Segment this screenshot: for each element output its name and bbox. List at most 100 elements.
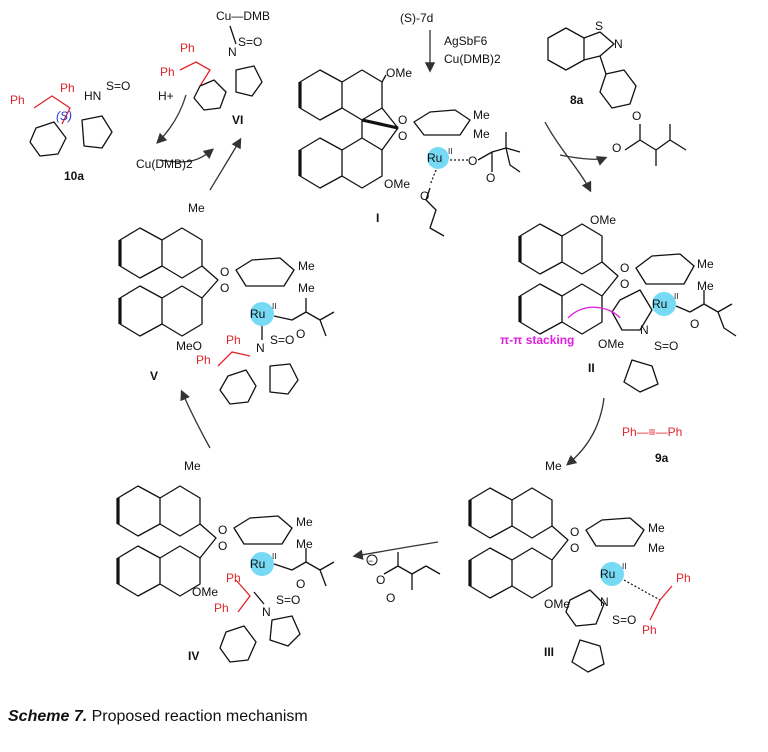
intermediate-III: Me O O Me Me Ru II Ph Ph N S=O OMe III — [468, 459, 691, 673]
ru-ox-I: II — [448, 147, 452, 156]
me-label-II-2: Me — [697, 279, 714, 293]
ph-label-III-2: Ph — [642, 623, 657, 637]
ph-label-VI-1: Ph — [180, 41, 195, 55]
ru-center-I — [427, 147, 449, 169]
o-label-V-1: O — [220, 265, 229, 279]
s-label-III: S=O — [612, 613, 636, 627]
s-label-10a: S=O — [106, 79, 130, 93]
ph-label-V-2: Ph — [226, 333, 241, 347]
s-label-II: S=O — [654, 339, 678, 353]
o-label-II-2: O — [620, 277, 629, 291]
alkyne-formula: Ph—≡—Ph — [622, 425, 682, 439]
ph-label-III-1: Ph — [676, 571, 691, 585]
ome-label-I-top: OMe — [386, 66, 412, 80]
label-IV: IV — [188, 649, 199, 663]
ru-center-IV — [250, 552, 274, 576]
intermediate-I: OMe OMe O O Me Me Ru II O O O I — [298, 66, 521, 237]
caption-text: Proposed reaction mechanism — [91, 708, 308, 725]
ru-ox-II: II — [674, 292, 678, 301]
ome-label-II: OMe — [590, 213, 616, 227]
o-label-II-1: O — [620, 261, 629, 275]
o-label-I-4: O — [486, 171, 495, 185]
ome-label-IV: OMe — [192, 585, 218, 599]
carboxylate-anion: − O O — [366, 552, 441, 605]
me-label-IV-2: Me — [296, 537, 313, 551]
ru-label-I: Ru — [427, 151, 442, 165]
product-10a: Ph Ph HN S=O (S) 10a — [10, 79, 130, 183]
ph-label-IV-2: Ph — [214, 601, 229, 615]
label-10a: 10a — [64, 169, 84, 183]
me-label-III-top: Me — [545, 459, 562, 473]
ph-label-10a-1: Ph — [10, 93, 25, 107]
ph-label-V-1: Ph — [196, 353, 211, 367]
me-label-III-1: Me — [648, 521, 665, 535]
ome-label-II-2: OMe — [598, 337, 624, 351]
me-label-V-1: Me — [298, 259, 315, 273]
label-II: II — [588, 361, 595, 375]
ru-label-III: Ru — [600, 567, 615, 581]
stereo-label: (S) — [56, 109, 72, 123]
s-label-8a: S — [595, 19, 603, 33]
ru-ox-IV: II — [272, 552, 276, 561]
carboxylate-o-1: O — [376, 573, 385, 587]
ru-ox-III: II — [622, 562, 626, 571]
proton-label: H+ — [158, 89, 174, 103]
ru-ox-V: II — [272, 302, 276, 311]
hn-label-10a: HN — [84, 89, 101, 103]
ru-label-II: Ru — [652, 297, 667, 311]
o-label-I-2: O — [398, 129, 407, 143]
o-label-II-3: O — [690, 317, 699, 331]
carboxylate-o-2: O — [386, 591, 395, 605]
pi-stacking-label: π-π stacking — [500, 333, 574, 347]
ome-label-III: OMe — [544, 597, 570, 611]
alkyne-9a: Ph—≡—Ph 9a — [622, 425, 682, 465]
ome-label-I-bottom: OMe — [384, 177, 410, 191]
acid-o-label-2: O — [632, 109, 641, 123]
o-label-V-2: O — [220, 281, 229, 295]
label-VI: VI — [232, 113, 243, 127]
n-label-III: N — [600, 595, 609, 609]
ph-label-VI-2: Ph — [160, 65, 175, 79]
label-III: III — [544, 645, 554, 659]
cu-regen-label: Cu(DMB)2 — [136, 157, 193, 171]
o-label-III-2: O — [570, 541, 579, 555]
label-I: I — [376, 211, 379, 225]
o-label-IV-3: O — [296, 577, 305, 591]
scheme-caption: Scheme 7. Proposed reaction mechanism — [8, 708, 308, 726]
me-label-III-2: Me — [648, 541, 665, 555]
o-label-I-3: O — [468, 154, 477, 168]
ph-label-IV-1: Ph — [226, 571, 241, 585]
minus-sign: − — [368, 556, 373, 566]
cu-dmb-label: Cu—DMB — [216, 9, 270, 23]
me-label-IV-top: Me — [184, 459, 201, 473]
catalyst-label: (S)-7d — [400, 11, 433, 25]
intermediate-IV: Me O O Me Me Ru II O Ph Ph N S=O OMe IV — [116, 459, 335, 663]
n-label-8a: N — [614, 37, 623, 51]
me-label-V-top: Me — [188, 201, 205, 215]
label-8a: 8a — [570, 93, 584, 107]
me-label-IV-1: Me — [296, 515, 313, 529]
o-label-V-3: O — [296, 327, 305, 341]
s-label-IV: S=O — [276, 593, 300, 607]
acid-o-label: O — [612, 141, 621, 155]
label-9a: 9a — [655, 451, 669, 465]
meo-label-V: MeO — [176, 339, 202, 353]
ru-label-V: Ru — [250, 307, 265, 321]
ru-center-III — [600, 562, 624, 586]
s-label-V: S=O — [270, 333, 294, 347]
n-label-VI: N — [228, 45, 237, 59]
ru-center-II — [652, 292, 676, 316]
ru-center-V — [250, 302, 274, 326]
o-label-I-1: O — [398, 113, 407, 127]
o-label-IV-1: O — [218, 523, 227, 537]
substrate-8a: S N 8a — [547, 19, 637, 109]
caption-label: Scheme 7. — [8, 708, 88, 725]
additive-2-label: Cu(DMB)2 — [444, 52, 501, 66]
me-label-II-1: Me — [697, 257, 714, 271]
label-V: V — [150, 369, 158, 383]
o-label-III-1: O — [570, 525, 579, 539]
ru-label-IV: Ru — [250, 557, 265, 571]
me-label-I-1: Me — [473, 108, 490, 122]
intermediate-V: Me O O Me Me Ru II O N S=O Ph Ph MeO V — [118, 201, 335, 405]
